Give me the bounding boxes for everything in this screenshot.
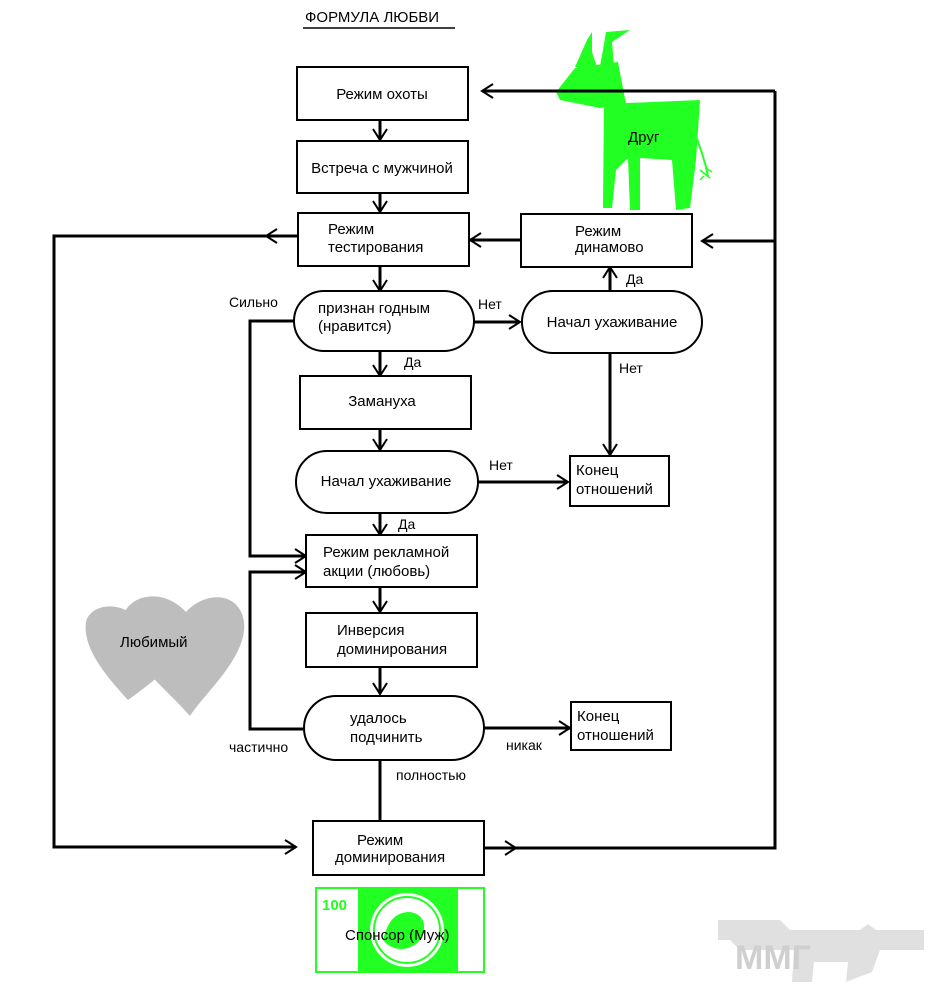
beloved-label: Любимый — [120, 634, 188, 651]
label-strongly: Сильно — [229, 294, 278, 310]
node-meet-man: Встреча с мужчиной — [296, 140, 469, 194]
edge-fit-ad-strongly — [248, 319, 308, 564]
node-subdue: удалось подчинить — [303, 695, 485, 761]
node-end1-line1: Конец — [576, 462, 619, 479]
label-no-court-mid: Нет — [489, 457, 513, 473]
node-ad-line1: Режим рекламной — [323, 544, 449, 561]
node-fit-line2: (нравится) — [318, 318, 392, 335]
node-inversion: Инверсия доминирования — [305, 612, 478, 668]
node-dynamo-line2: динамово — [575, 239, 644, 256]
node-dynamo-line1: Режим — [575, 223, 621, 240]
node-test-mode: Режим тестирования — [297, 212, 470, 267]
node-inversion-line2: доминирования — [337, 641, 447, 658]
node-test-line2: тестирования — [328, 239, 423, 256]
friend-label: Друг — [628, 129, 660, 146]
node-end-relations-1: Конец отношений — [569, 455, 670, 507]
node-dynamo-mode: Режим динамово — [520, 213, 693, 268]
donkey-icon — [556, 30, 713, 210]
label-no-court-right: Нет — [619, 360, 643, 376]
label-no-fit: Нет — [478, 296, 502, 312]
label-yes-court-right: Да — [626, 271, 643, 287]
node-ad-line2: акции (любовь) — [323, 563, 430, 580]
banknote-value: 100 — [322, 897, 347, 914]
node-end2-line2: отношений — [577, 727, 654, 744]
label-yes-fit: Да — [404, 354, 421, 370]
label-partially: частично — [229, 739, 288, 755]
node-end2-line1: Конец — [577, 708, 620, 725]
node-inversion-line1: Инверсия — [337, 622, 405, 639]
node-subdue-line1: удалось — [350, 710, 407, 727]
node-court-right: Начал ухаживание — [521, 290, 703, 354]
banknote-icon — [315, 887, 485, 973]
node-dominance-line1: Режим — [357, 832, 403, 849]
node-court-right-text: Начал ухаживание — [547, 314, 678, 331]
node-hunt-mode: Режим охоты — [296, 66, 469, 121]
node-court-mid-text: Начал ухаживание — [321, 473, 452, 490]
node-lure-text: Замануха — [348, 393, 416, 410]
label-yes-court-mid: Да — [398, 516, 415, 532]
node-found-fit: признан годным (нравится) — [293, 290, 475, 352]
edge-subdue-ad-partially — [248, 564, 308, 731]
node-end1-line2: отношений — [576, 481, 653, 498]
watermark-text: ММГ — [735, 939, 811, 977]
node-end-relations-2: Конец отношений — [570, 701, 672, 751]
hearts-icon — [85, 596, 245, 716]
node-meet-text: Встреча с мужчиной — [311, 160, 453, 177]
diagram-title: ФОРМУЛА ЛЮБВИ — [305, 9, 439, 26]
node-test-line1: Режим — [328, 221, 374, 238]
sponsor-label: Спонсор (Муж) — [345, 927, 449, 944]
label-none: никак — [506, 737, 543, 753]
node-dominance-mode: Режим доминирования — [312, 820, 485, 876]
node-ad-campaign: Режим рекламной акции (любовь) — [305, 534, 478, 588]
node-court-mid: Начал ухаживание — [295, 450, 479, 514]
edge-left-dominance — [52, 234, 298, 855]
label-fully: полностью — [396, 767, 466, 783]
node-subdue-line2: подчинить — [350, 729, 423, 746]
edge-right-riser — [516, 91, 777, 850]
node-dominance-line2: доминирования — [335, 849, 445, 866]
node-hunt-text: Режим охоты — [336, 86, 428, 103]
node-fit-line1: признан годным — [318, 300, 430, 317]
mmg-watermark-logo — [718, 920, 924, 982]
node-lure: Замануха — [299, 375, 472, 430]
